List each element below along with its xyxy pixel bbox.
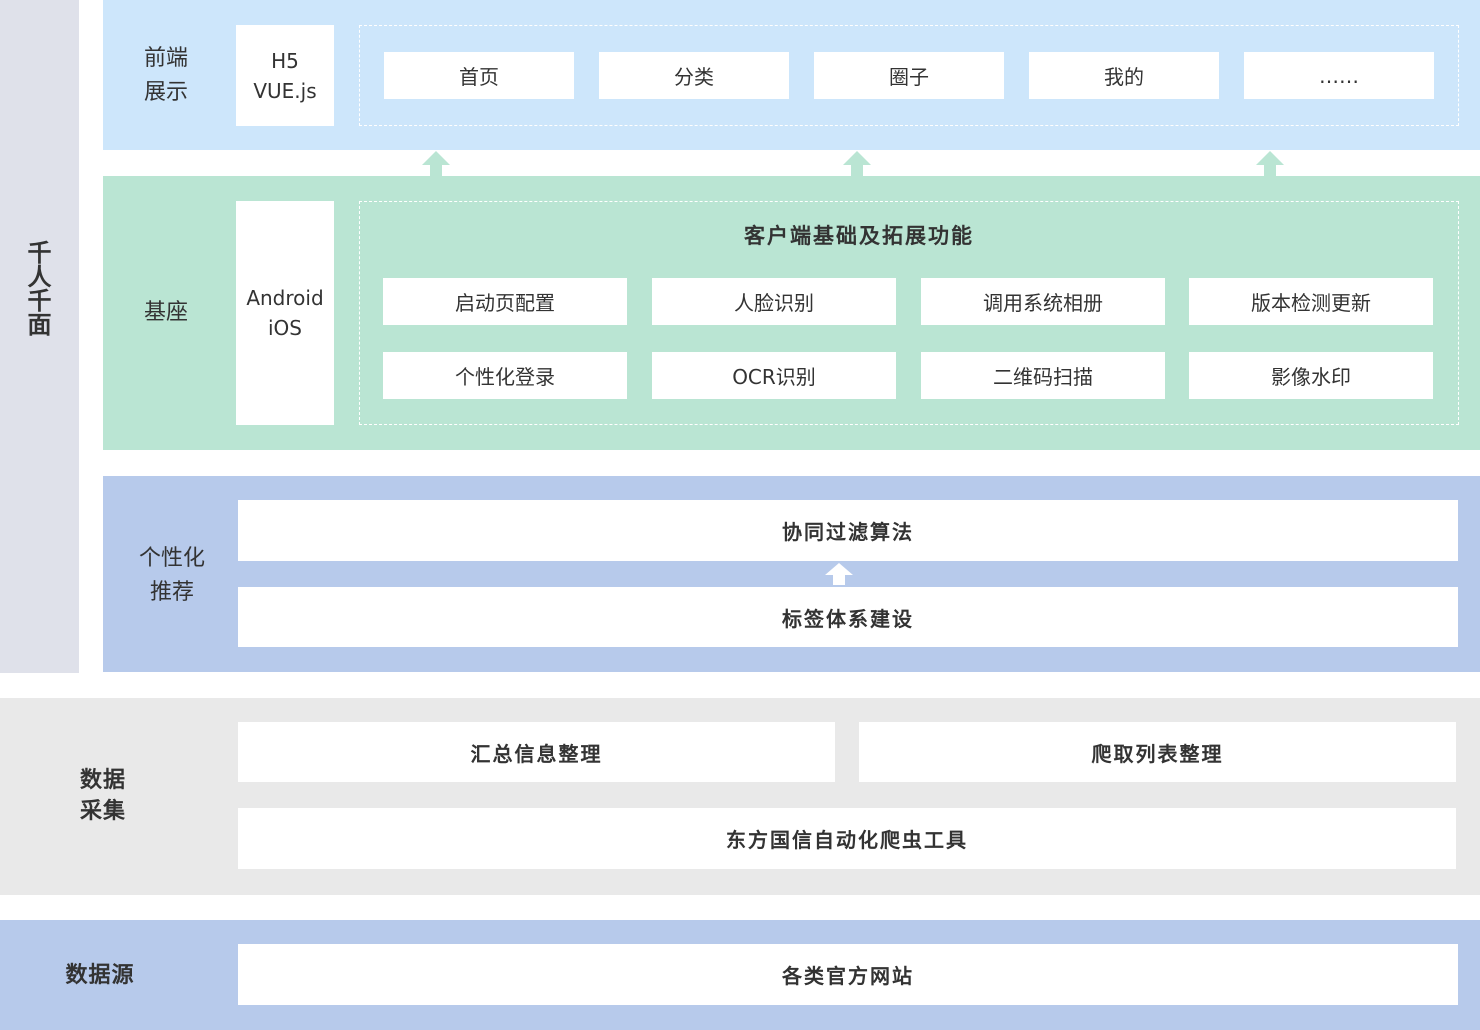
frontend-item-circle: 圈子 <box>814 52 1004 99</box>
recommend-algo-box: 协同过滤算法 <box>238 500 1458 561</box>
base-item-qr-scan: 二维码扫描 <box>921 352 1165 399</box>
base-label: 基座 <box>120 295 212 331</box>
source-sites-box: 各类官方网站 <box>238 944 1458 1005</box>
collection-summary-box: 汇总信息整理 <box>238 722 835 782</box>
recommend-tags-box: 标签体系建设 <box>238 587 1458 647</box>
up-arrow-icon <box>1256 151 1284 177</box>
base-item-face-recognition: 人脸识别 <box>652 278 896 325</box>
recommend-label: 个性化 推荐 <box>124 540 220 612</box>
side-strip <box>0 0 79 673</box>
up-arrow-icon <box>825 563 853 585</box>
base-title: 客户端基础及拓展功能 <box>359 220 1359 250</box>
frontend-label: 前端 展示 <box>120 40 212 112</box>
base-item-splash-config: 启动页配置 <box>383 278 627 325</box>
base-tech-box: Android iOS <box>236 201 334 425</box>
frontend-item-home: 首页 <box>384 52 574 99</box>
frontend-item-more: …… <box>1244 52 1434 99</box>
source-label: 数据源 <box>40 958 160 994</box>
up-arrow-icon <box>422 151 450 177</box>
collection-crawl-list-box: 爬取列表整理 <box>859 722 1456 782</box>
side-label: 千人千面 <box>24 240 54 336</box>
frontend-tech-box: H5 VUE.js <box>236 25 334 126</box>
base-item-personal-login: 个性化登录 <box>383 352 627 399</box>
base-item-watermark: 影像水印 <box>1189 352 1433 399</box>
frontend-item-category: 分类 <box>599 52 789 99</box>
base-item-ocr: OCR识别 <box>652 352 896 399</box>
base-item-system-album: 调用系统相册 <box>921 278 1165 325</box>
base-item-version-update: 版本检测更新 <box>1189 278 1433 325</box>
collection-tool-box: 东方国信自动化爬虫工具 <box>238 808 1456 869</box>
frontend-item-mine: 我的 <box>1029 52 1219 99</box>
collection-label: 数据 采集 <box>58 763 148 829</box>
up-arrow-icon <box>843 151 871 177</box>
